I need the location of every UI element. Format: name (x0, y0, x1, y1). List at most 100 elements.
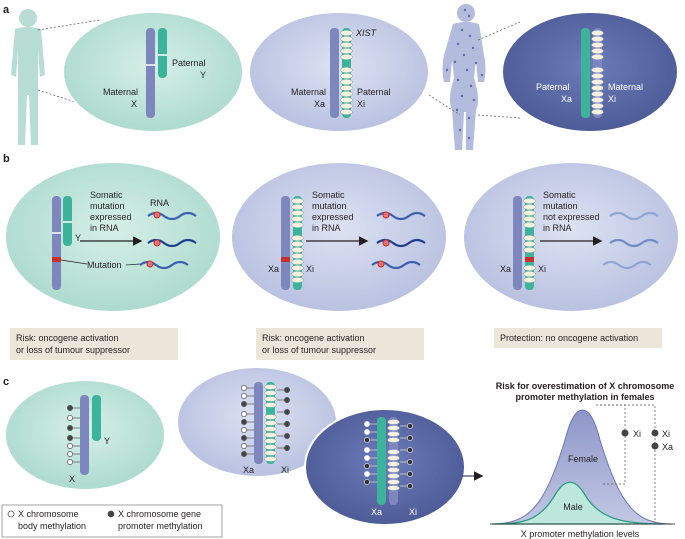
xa-label: Xa (561, 94, 572, 104)
legend-body-2: body methylation (18, 521, 86, 531)
xi-label: Xi (281, 465, 289, 475)
somatic-text-3: expressed (312, 212, 354, 222)
y-chromosome (63, 196, 72, 246)
xi-marker (621, 429, 629, 437)
y-label: Y (200, 70, 206, 80)
somatic-text-2: mutation (312, 201, 347, 211)
somatic-text-4: in RNA (90, 223, 119, 233)
somatic-text-3: expressed (90, 212, 132, 222)
risk-text-1: Risk: oncogene activation (16, 333, 119, 343)
somatic-text-1: Somatic (543, 190, 576, 200)
female-curve (491, 409, 673, 525)
xist-coat (264, 384, 277, 462)
somatic-text-4: in RNA (543, 223, 572, 233)
xist-coat (523, 198, 536, 283)
maternal-label: Maternal (291, 87, 326, 97)
cell-female-mutation (230, 161, 448, 313)
xist-coat (291, 198, 304, 283)
zoom-line (477, 21, 521, 41)
panel-a-label: a (3, 4, 10, 16)
xi-label: Xi (409, 507, 417, 517)
mutation-dots (146, 211, 161, 268)
x-chromosome (52, 196, 61, 290)
paternal-label: Paternal (357, 87, 391, 97)
maternal-label: Maternal (103, 87, 138, 97)
zoom-line (477, 114, 521, 119)
zoom-line (37, 89, 101, 111)
legend-promoter-1: X chromosome gene (118, 509, 201, 519)
xa-chromosome (330, 28, 339, 118)
xa-chromosome (513, 196, 522, 290)
xi-label: Xi (357, 99, 365, 109)
x-axis-label: X promoter methylation levels (521, 529, 640, 539)
zoom-line (37, 19, 101, 31)
risk-text-2: or loss of tumour suppressor (262, 345, 376, 355)
risk-text-2: or loss of tumour suppressor (16, 345, 130, 355)
somatic-text-1: Somatic (312, 190, 345, 200)
xa-label: Xa (314, 99, 325, 109)
male-silhouette-icon (11, 9, 45, 145)
x-chromosome (80, 395, 89, 475)
risk-box (10, 328, 178, 360)
xist-coat (591, 30, 604, 115)
y-chromosome (92, 395, 101, 441)
xa-label: Xa (371, 507, 382, 517)
somatic-text-3: not expressed (543, 212, 600, 222)
legend-body-1: X chromosome (18, 509, 79, 519)
graph-title-1: Risk for overestimation of X chromosome (496, 381, 675, 391)
promoter-methylation-icon (107, 510, 115, 518)
risk-text-1: Risk: oncogene activation (262, 333, 365, 343)
xa-label: Xa (243, 465, 254, 475)
xa-chromosome (581, 28, 590, 118)
x-label: X (69, 474, 75, 484)
x-label: X (131, 99, 137, 109)
xa-marker (651, 442, 659, 450)
female-label: Female (568, 454, 598, 464)
overestimation-brackets (596, 404, 656, 525)
xa-label: Xa (268, 264, 279, 274)
xi-marker-outer (651, 429, 659, 437)
methylation-marks (364, 421, 413, 489)
mutation-label: Mutation (87, 260, 122, 270)
protection-text: Protection: no oncogene activation (500, 333, 638, 343)
xi-label: Xi (633, 429, 641, 439)
male-curve (491, 481, 666, 525)
somatic-text-1: Somatic (90, 190, 123, 200)
xi-label-outer: Xi (662, 429, 670, 439)
cell-female-protected (462, 161, 680, 313)
rna-label: RNA (150, 198, 169, 208)
protection-box (494, 328, 662, 348)
xist-coat (387, 419, 400, 491)
legend-box (1, 504, 223, 538)
graph-title-2: promoter methylation in females (515, 392, 654, 402)
somatic-text-4: in RNA (312, 223, 341, 233)
cell-male-mutation (4, 161, 222, 313)
methylation-marks (67, 405, 80, 465)
xi-label: Xi (608, 94, 616, 104)
somatic-text-2: mutation (543, 201, 578, 211)
legend-promoter-2: promoter methylation (118, 521, 203, 531)
y-chromosome (158, 28, 167, 78)
xi-label: Xi (306, 264, 314, 274)
paternal-label: Paternal (536, 82, 570, 92)
xa-chromosome (377, 417, 386, 505)
xa-chromosome (281, 196, 290, 290)
xa-chromosome (254, 382, 263, 464)
xa-label: Xa (662, 442, 673, 452)
methylation-marks (241, 385, 290, 457)
mutation-mark (52, 257, 61, 262)
paternal-label: Paternal (172, 58, 206, 68)
rna-strands (602, 211, 659, 270)
xa-label: Xa (500, 264, 511, 274)
mutation-dots (377, 211, 390, 268)
panel-b-label: b (3, 153, 10, 165)
male-label: Male (563, 502, 583, 512)
somatic-text-2: mutation (90, 201, 125, 211)
mutation-mark (525, 257, 534, 262)
xi-label: Xi (538, 264, 546, 274)
xist-coat (340, 30, 353, 115)
maternal-label: Maternal (608, 82, 643, 92)
x-chromosome (146, 28, 155, 118)
mutation-mark (281, 257, 290, 262)
